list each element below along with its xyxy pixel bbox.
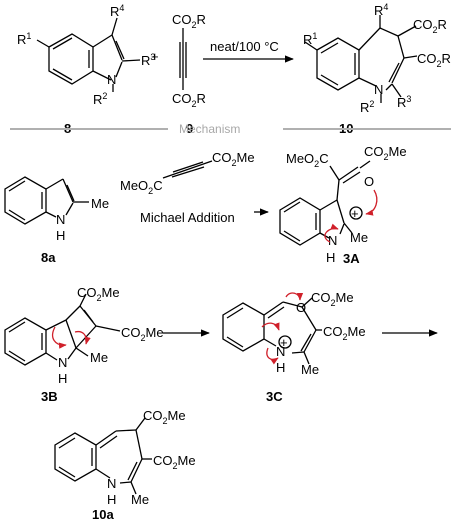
dmad-meo2c: MeO2C [120,178,163,196]
arrow-electron-3C-1 [285,292,304,301]
reaction-conditions: neat/100 °C [210,39,279,54]
n-3A: N [328,233,337,248]
intermediate-3A [279,165,361,246]
compound-number-10a: 10a [92,507,114,522]
intermediate-3C [222,297,322,365]
r1-label: R1 [17,31,31,47]
methyl-8a: Me [91,196,109,211]
co2r-bottom: CO2R [172,91,206,109]
product-r4: R4 [374,2,388,18]
co2me-3B-top: CO2Me [77,285,120,303]
product-co2r-top: CO2R [413,17,447,35]
methyl-3A: Me [350,230,368,245]
arrow-electron-3B-1 [51,326,67,349]
n-8a: N [56,212,65,227]
product-r1: R1 [303,31,317,47]
compound-8 [36,17,141,92]
arrow-electron-3C-3 [266,347,279,365]
co2me-10a-top: CO2Me [143,408,186,426]
n-3B: N [58,355,67,370]
r2-label: R2 [93,91,107,107]
r4-label: R4 [110,3,124,19]
h-8a: H [56,228,65,243]
oxygen-3C: O [296,300,306,315]
plus-3C: + [280,335,288,350]
plus-3A: + [351,206,359,221]
arrow-electron-3B-2 [74,330,91,345]
co2me-3C-top: CO2Me [311,290,354,308]
arrow-electron-3A-1 [365,189,378,216]
h-3A: H [326,250,335,265]
mechanism-header: Mechanism [179,122,240,136]
michael-addition-label: Michael Addition [140,210,235,225]
r3-label: R3 [141,52,155,68]
h-3C: H [276,360,285,375]
product-r2: R2 [360,99,374,115]
product-co2r-right: CO2R [417,51,451,69]
co2me-3B-right: CO2Me [121,325,164,343]
compound-number-9: 9 [186,121,193,136]
dmad-co2me: CO2Me [212,150,255,168]
n-atom: N [107,72,116,87]
arrow-electron-3C-2 [261,322,280,331]
n-10a: N [107,476,116,491]
methyl-3C: Me [301,362,319,377]
co2me-10a-right: CO2Me [153,453,196,471]
compound-number-3C: 3C [266,389,283,404]
compound-8a [4,176,89,225]
product-n-atom: N [374,82,383,97]
dmad-reagent [162,160,213,179]
compound-10a [54,417,152,495]
compound-9 [179,28,187,90]
meo2c-3A: MeO2C [286,151,329,169]
compound-number-3A: 3A [343,251,360,266]
plus-charge-3C [278,335,292,349]
co2r-top: CO2R [172,12,206,30]
co2me-3A: CO2Me [364,144,407,162]
compound-number-3B: 3B [41,389,58,404]
arrow-electron-3A-2 [324,223,339,243]
methyl-10a: Me [131,492,149,507]
h-3B: H [58,371,67,386]
n-3C: N [276,344,285,359]
methyl-3B: Me [90,350,108,365]
compound-number-8a: 8a [41,250,56,265]
co2me-3C-right: CO2Me [323,324,366,342]
product-r3: R3 [397,94,411,110]
h-10a: H [107,492,116,507]
compound-10 [304,15,418,103]
plus-sign: + [151,49,159,64]
oxygen-3A: O [364,174,374,189]
plus-charge-3A [349,206,363,220]
